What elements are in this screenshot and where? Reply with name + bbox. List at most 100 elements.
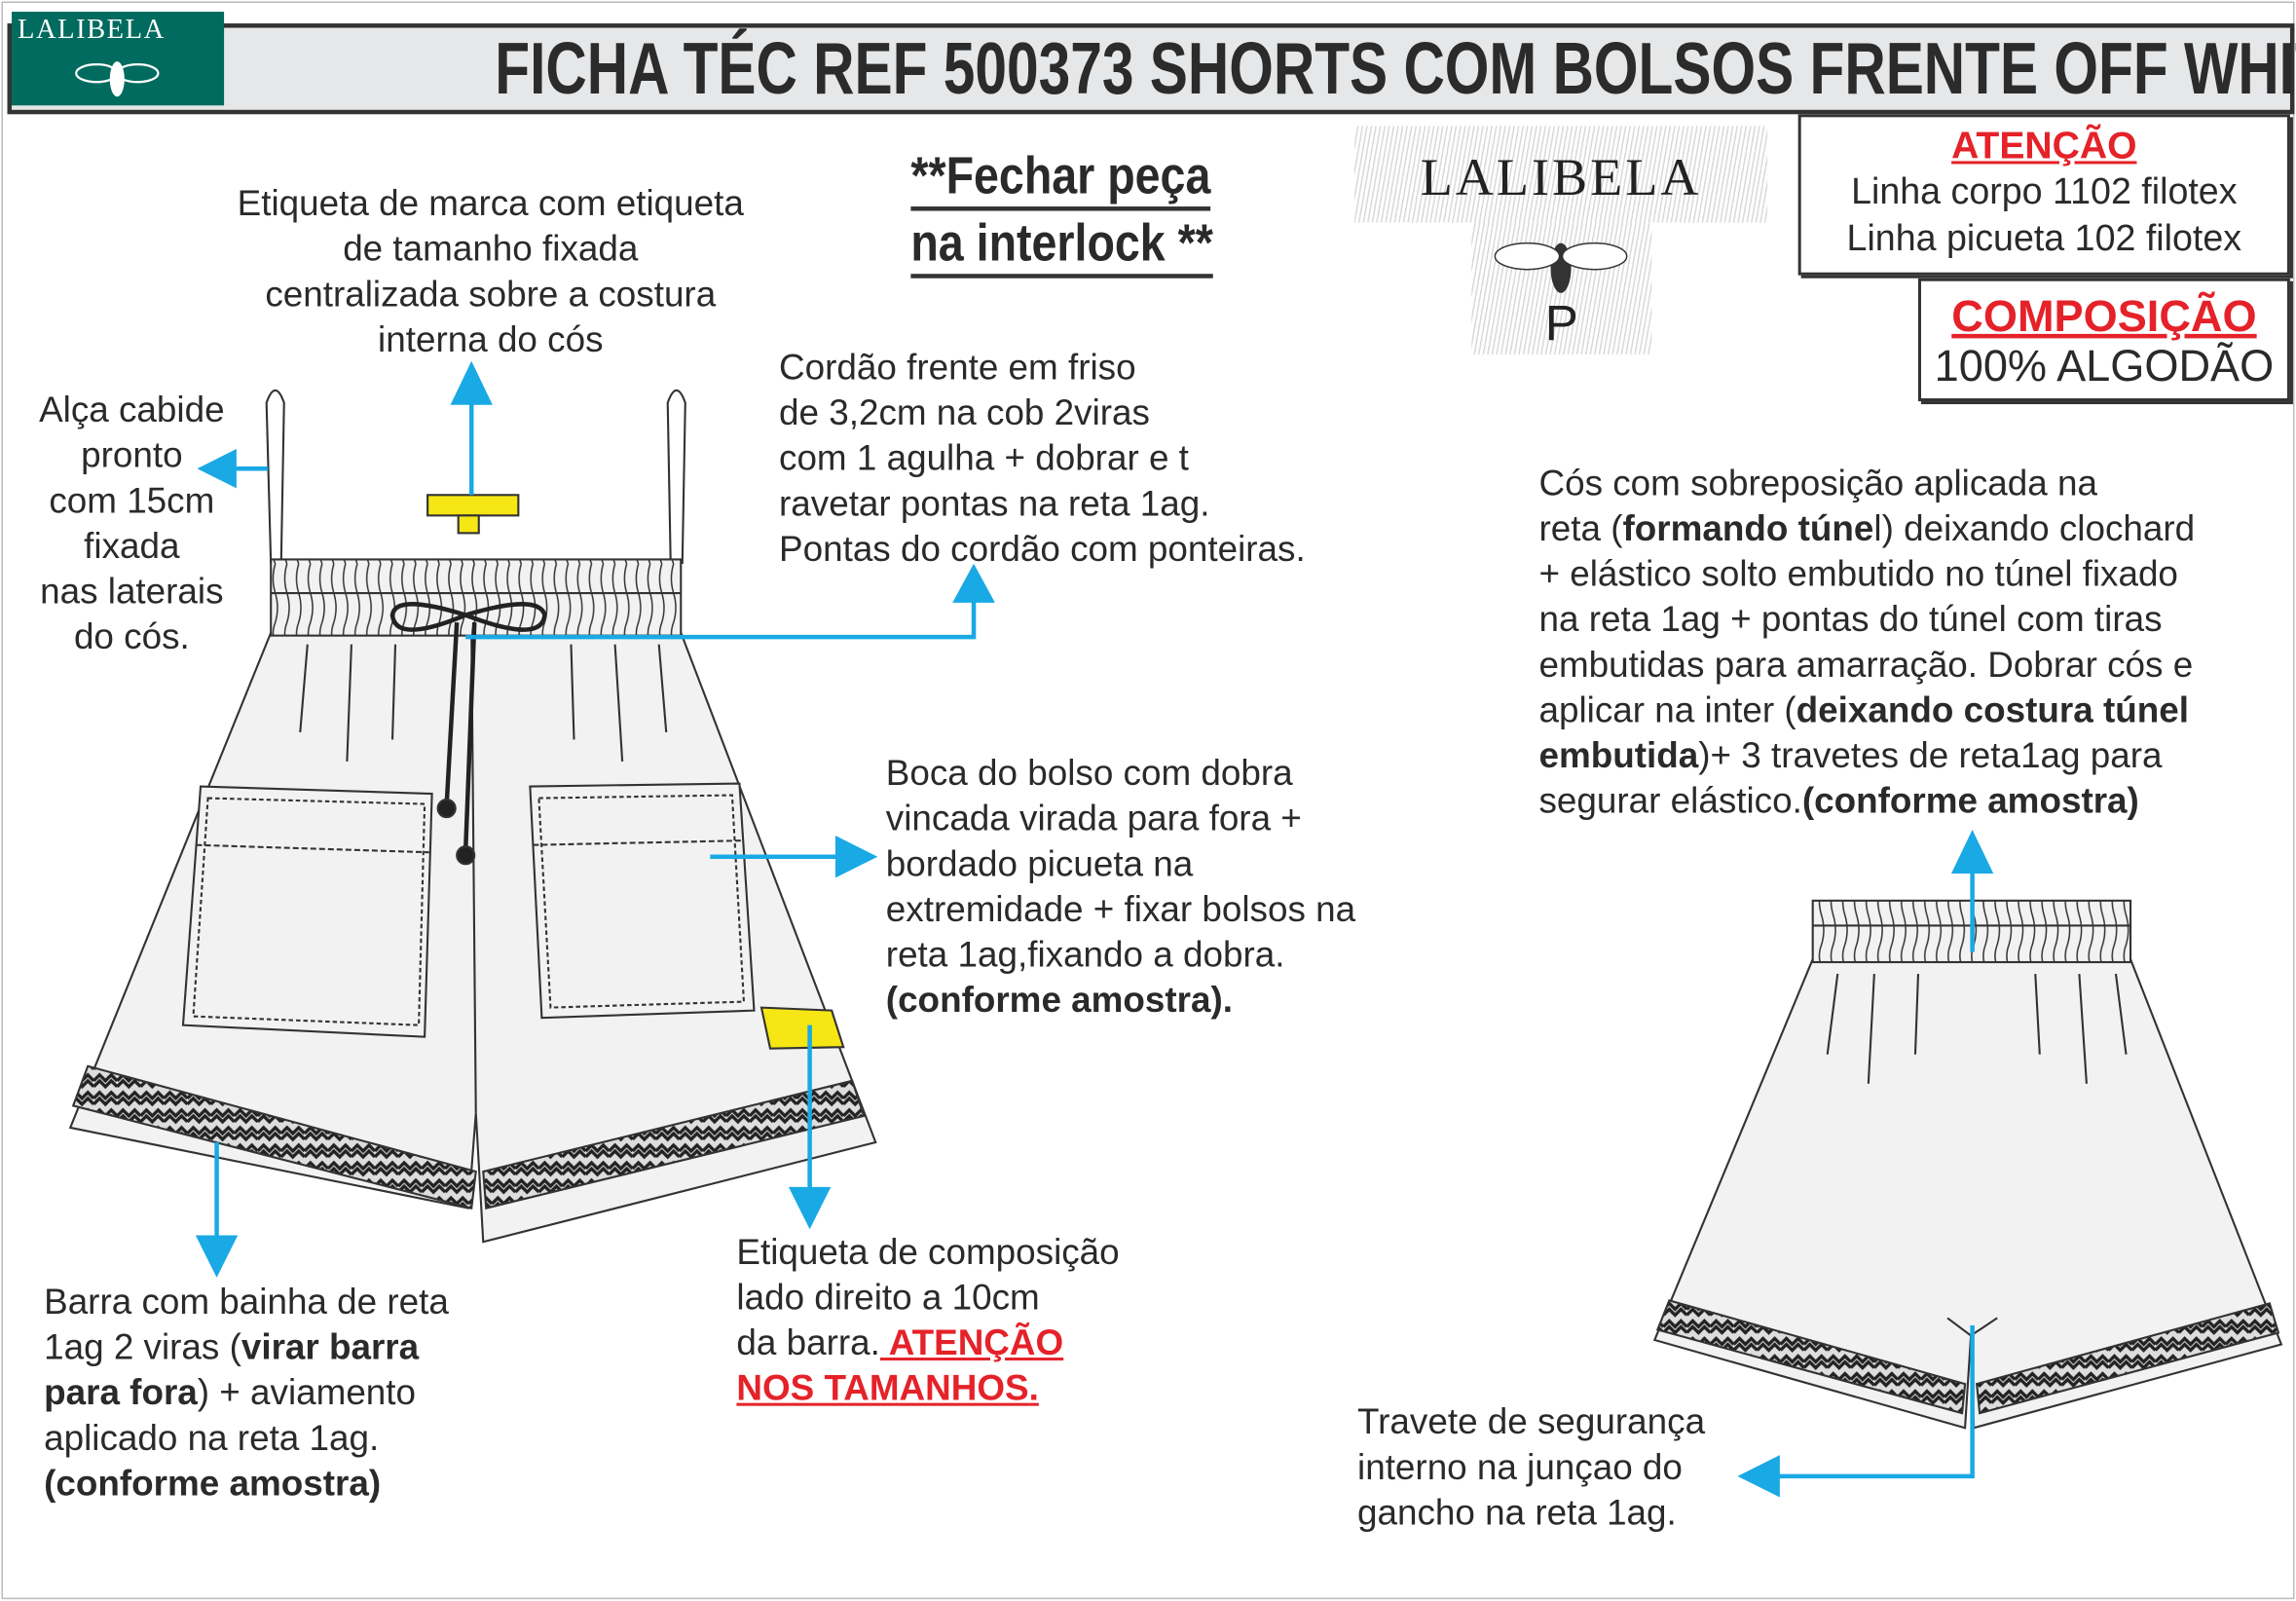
drawstring [389, 602, 547, 850]
note-text: do cós. [73, 617, 190, 658]
note-text: Barra com bainha de reta [44, 1283, 449, 1322]
note-line: NOS TAMANHOS. [736, 1366, 1119, 1412]
note-hanger-loop: Alça cabide pronto com 15cm fixada nas later… [15, 389, 249, 661]
emphasis-text: ATENÇÃO [879, 1323, 1064, 1364]
note-line: embutidas para amarração. Dobrar cós e [1538, 643, 2195, 689]
emphasis-text: (conforme amostra) [44, 1464, 382, 1505]
note-line: da barra. ATENÇÃO [736, 1321, 1119, 1366]
note-text: vincada virada para fora + [885, 800, 1302, 839]
note-text: extremidade + fixar bolsos na [885, 890, 1356, 930]
note-text: Travete de segurança [1357, 1402, 1706, 1443]
note-line: centralizada sobre a costura [190, 273, 791, 318]
closing-note-line: na interlock ** [910, 211, 1213, 279]
back-hem-trim-left [1655, 1299, 1967, 1415]
composition-label-marker [759, 1006, 845, 1050]
front-hem-trim-right [482, 1079, 866, 1210]
note-text: centralizada sobre a costura [265, 275, 717, 316]
note-text: ) + aviamento [197, 1373, 417, 1414]
note-bar-tack: Travete de segurança interno na junçao do… [1357, 1400, 1705, 1537]
front-hem-trim-left [71, 1064, 477, 1210]
note-line: Travete de segurança [1357, 1400, 1705, 1446]
note-text: aplicado na reta 1ag. [44, 1419, 380, 1459]
note-line: interno na junçao do [1357, 1445, 1705, 1491]
emphasis-text: embutida [1538, 736, 1699, 777]
page-title: FICHA TÉC REF 500373 SHORTS COM BOLSOS F… [495, 27, 2296, 110]
attention-line: Linha picueta 102 filotex [1846, 218, 2242, 260]
note-line: Cordão frente em friso [779, 346, 1306, 391]
back-hem-trim-right [1975, 1302, 2280, 1415]
note-line: fixada [15, 524, 249, 570]
note-line: lado direito a 10cm [736, 1276, 1119, 1322]
note-line: Pontas do cordão com ponteiras. [779, 527, 1306, 573]
note-line: na reta 1ag + pontas do túnel com tiras [1538, 598, 2195, 644]
emphasis-text: NOS TAMANHOS [736, 1369, 1029, 1409]
note-line: reta (formando túnel) deixando clochard [1538, 506, 2195, 552]
note-text: nas laterais [40, 572, 224, 613]
note-text: aplicar na inter ( [1538, 690, 1796, 731]
note-text: + elástico solto embutido no túnel fixad… [1538, 554, 2178, 595]
note-text: reta ( [1538, 509, 1623, 549]
brand-label-swatch [1354, 126, 1768, 223]
note-line: segurar elástico.(conforme amostra) [1538, 779, 2195, 825]
hanger-loop-left [265, 389, 285, 564]
note-text: da barra. [736, 1323, 880, 1364]
note-text: de 3,2cm na cob 2viras [779, 393, 1150, 434]
label-size-text: P [1544, 295, 1578, 352]
note-line: embutida)+ 3 travetes de reta1ag para [1538, 733, 2195, 779]
note-line: reta 1ag,fixando a dobra. [886, 933, 1355, 979]
note-text: Cordão frente em friso [779, 348, 1136, 389]
callout-arrows [195, 360, 1994, 1498]
composition-value: 100% ALGODÃO [1934, 342, 2275, 391]
emphasis-text: virar barra [241, 1327, 420, 1368]
note-line: gancho na reta 1ag. [1357, 1491, 1705, 1537]
note-text: fixada [84, 527, 180, 567]
emphasis-text: formando túne [1622, 509, 1874, 549]
label-brand-text: LALIBELA [1420, 147, 1702, 207]
note-line: 1ag 2 viras (virar barra [44, 1325, 449, 1371]
note-text: reta 1ag,fixando a dobra. [885, 935, 1285, 976]
note-line: para fora) + aviamento [44, 1371, 449, 1417]
closing-note: **Fechar peça na interlock ** [910, 143, 1262, 279]
note-text: gancho na reta 1ag. [1357, 1493, 1677, 1534]
composition-title: COMPOSIÇÃO [1951, 292, 2257, 342]
composition-box: COMPOSIÇÃO 100% ALGODÃO [1917, 278, 2290, 402]
emphasis-text: (conforme amostra). [885, 981, 1234, 1022]
note-text: de tamanho fixada [343, 230, 639, 270]
bee-icon [75, 61, 160, 97]
hanger-loop-right [666, 389, 686, 564]
emphasis-text: deixando costura túnel [1796, 690, 2189, 731]
note-line: (conforme amostra) [44, 1462, 449, 1508]
note-line: (conforme amostra). [886, 979, 1355, 1024]
note-text: lado direito a 10cm [736, 1278, 1040, 1319]
note-text: segurar elástico. [1538, 782, 1802, 822]
note-line: de 3,2cm na cob 2viras [779, 391, 1306, 437]
note-text: )+ 3 travetes de reta1ag para [1698, 736, 2163, 777]
note-line: nas laterais [15, 570, 249, 615]
note-line: pronto [15, 433, 249, 479]
note-text: pronto [81, 436, 183, 476]
note-text: Cós com sobreposição aplicada na [1538, 464, 2097, 504]
note-text: bordado picueta na [885, 844, 1194, 885]
logo-text: LALIBELA [18, 15, 166, 46]
note-text: 1ag 2 viras ( [44, 1327, 241, 1368]
note-text: com 15cm [49, 481, 215, 522]
note-line: extremidade + fixar bolsos na [886, 887, 1355, 933]
attention-line: Linha corpo 1102 filotex [1851, 170, 2238, 213]
note-line: com 15cm [15, 479, 249, 525]
note-text: embutidas para amarração. Dobrar cós e [1538, 646, 2194, 686]
pocket-right [529, 782, 756, 1020]
note-line: do cós. [15, 615, 249, 661]
note-text: interno na junçao do [1357, 1448, 1683, 1488]
note-line: + elástico solto embutido no túnel fixad… [1538, 552, 2195, 598]
note-text: Alça cabide [39, 391, 225, 431]
attention-title: ATENÇÃO [1951, 123, 2137, 168]
note-text: Boca do bolso com dobra [885, 754, 1293, 795]
note-text: ravetar pontas na reta 1ag. [779, 484, 1210, 525]
header-bar [7, 23, 2295, 115]
note-text: na reta 1ag + pontas do túnel com tiras [1538, 600, 2163, 641]
